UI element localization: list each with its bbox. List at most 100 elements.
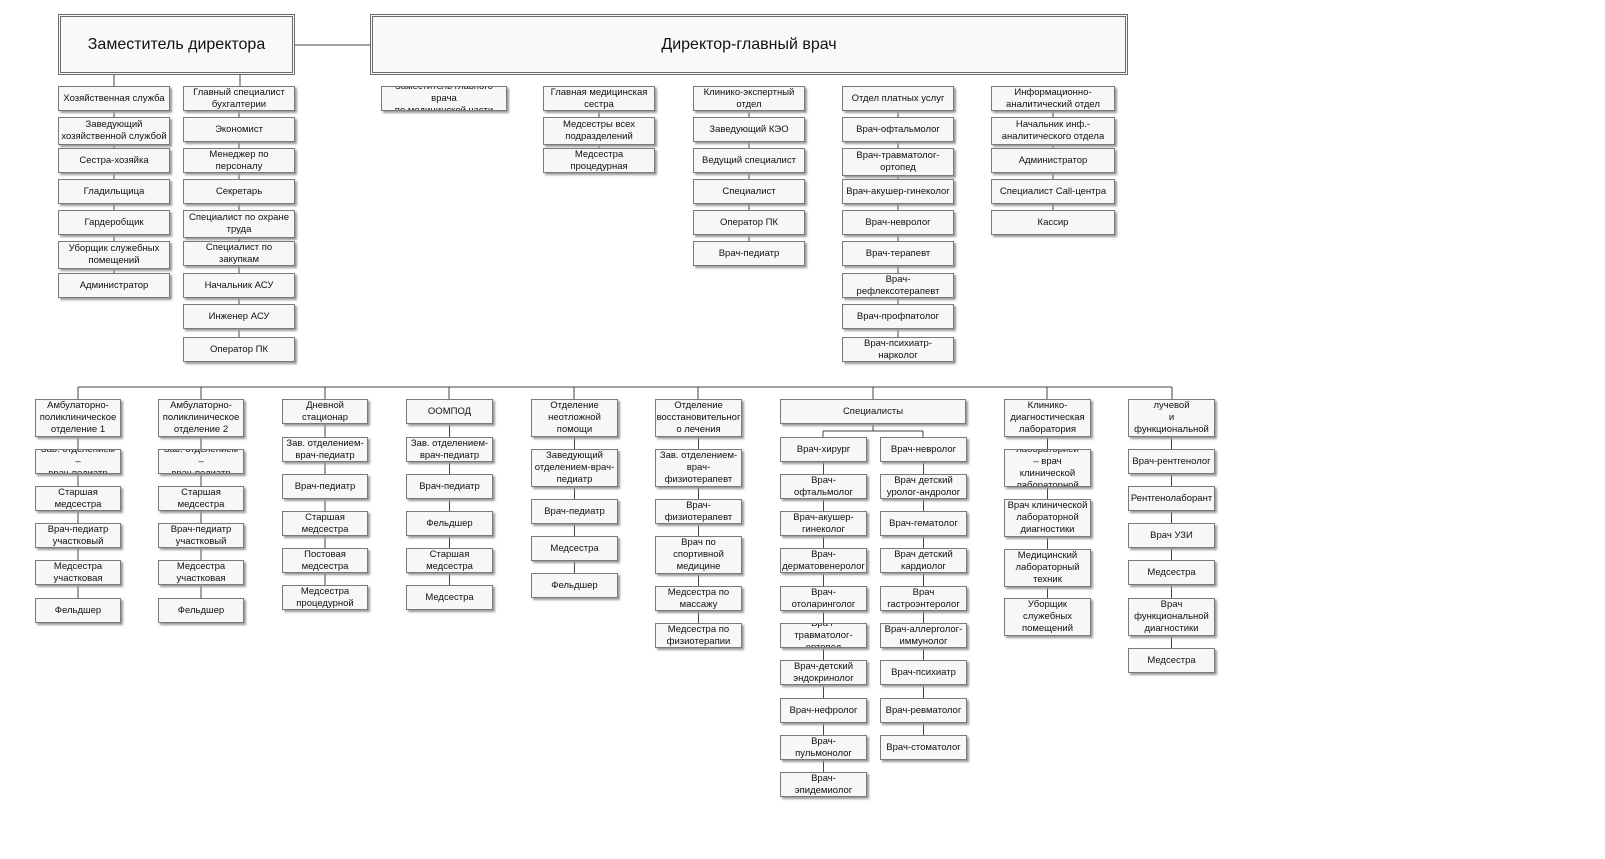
paid-col-box: Отдел платных услуг (842, 86, 954, 111)
head-nurse-col-box: Медсестры всех подразделений (543, 117, 655, 145)
chief-doctor-box: Директор-главный врач (370, 14, 1128, 75)
dept-amb1-box: Зав. отделением – врач-педиатр (35, 449, 121, 474)
paid-col-box: Врач-офтальмолог (842, 117, 954, 142)
spec-right-box: Врач детский кардиолог (880, 548, 967, 573)
dept-rehab-box: Отделение восстановительног о лечения (655, 399, 742, 437)
dept-amb2-box: Амбулаторно- поликлиническое отделение 2 (158, 399, 244, 437)
dept-emerg-box: Отделение неотложной помощи (531, 399, 618, 437)
dept-day-box: Врач-педиатр (282, 474, 368, 499)
dept-oompod-box: Медсестра (406, 585, 493, 610)
dept-oompod-box: Зав. отделением- врач-педиатр (406, 437, 493, 462)
spec-left-box: Врач-травматолог- ортопед (780, 623, 867, 648)
spec-right-box: Врач гастроэнтеролог (880, 586, 967, 611)
dept-oompod-box: ООМПОД (406, 399, 493, 424)
paid-col-box: Врач-терапевт (842, 241, 954, 266)
paid-col-box: Врач-психиатр-нарколог (842, 337, 954, 362)
dept-lab-box: Уборщик служебных помещений (1004, 598, 1091, 636)
dept-day-box: Старшая медсестра (282, 511, 368, 536)
spec-left-box: Врач-хирург (780, 437, 867, 462)
admin-col1-box: Заведующий хозяйственной службой (58, 117, 170, 145)
admin-col2-box: Экономист (183, 117, 295, 142)
spec-left-box: Врач-акушер- гинеколог (780, 511, 867, 536)
keo-col-box: Ведущий специалист (693, 148, 805, 173)
dept-rad-box: Врач функциональной диагностики (1128, 598, 1215, 636)
admin-col1-box: Администратор (58, 273, 170, 298)
deputy-director-box: Заместитель директора (58, 14, 295, 75)
keo-col-box: Врач-педиатр (693, 241, 805, 266)
dept-amb1-box: Амбулаторно- поликлиническое отделение 1 (35, 399, 121, 437)
dept-rad-box: Врач УЗИ (1128, 523, 1215, 548)
admin-col1-box: Уборщик служебных помещений (58, 241, 170, 269)
dept-rehab-box: Врач- физиотерапевт (655, 499, 742, 524)
spec-left-box: Врач-детский эндокринолог (780, 660, 867, 685)
dept-amb1-box: Фельдшер (35, 598, 121, 623)
dept-rehab-box: Медсестра по массажу (655, 586, 742, 611)
info-col-box: Администратор (991, 148, 1115, 173)
info-col-box: Информационно- аналитический отдел (991, 86, 1115, 111)
head-nurse-col-box: Главная медицинская сестра (543, 86, 655, 111)
dept-amb2-box: Старшая медсестра (158, 486, 244, 511)
admin-col2-box: Главный специалист бухгалтерии (183, 86, 295, 111)
dept-oompod-box: Старшая медсестра (406, 548, 493, 573)
dept-amb2-box: Зав. отделением – врач-педиатр (158, 449, 244, 474)
spec-left-box: Врач- отоларинголог (780, 586, 867, 611)
admin-col2-box: Менеджер по персоналу (183, 148, 295, 173)
spec-right-box: Врач-невролог (880, 437, 967, 462)
spec-right-box: Врач-стоматолог (880, 735, 967, 760)
dept-amb2-box: Медсестра участковая (158, 560, 244, 585)
spec-left-box: Врач-пульмонолог (780, 735, 867, 760)
keo-col-box: Заведующий КЭО (693, 117, 805, 142)
spec-right-box: Врач-гематолог (880, 511, 967, 536)
admin-col1-box: Сестра-хозяйка (58, 148, 170, 173)
admin-col2-box: Специалист по закупкам (183, 241, 295, 266)
paid-col-box: Врач-акушер-гинеколог (842, 179, 954, 204)
spec-left-box: Врач-эпидемиолог (780, 772, 867, 797)
admin-col1-box: Хозяйственная служба (58, 86, 170, 111)
dept-oompod-box: Врач-педиатр (406, 474, 493, 499)
keo-col-box: Оператор ПК (693, 210, 805, 235)
specialists-title-box: Специалисты (780, 399, 966, 424)
admin-col2-box: Инженер АСУ (183, 304, 295, 329)
dept-day-box: Постовая медсестра (282, 548, 368, 573)
dept-lab-box: Медицинский лабораторный техник (1004, 549, 1091, 587)
dept-day-box: Зав. отделением- врач-педиатр (282, 437, 368, 462)
admin-col2-box: Начальник АСУ (183, 273, 295, 298)
dept-rad-box: Отделение лучевой и функциональной диагн… (1128, 399, 1215, 437)
dept-day-box: Медсестра процедурной (282, 585, 368, 610)
keo-col-box: Клинико-экспертный отдел (693, 86, 805, 111)
info-col-box: Специалист Call-центра (991, 179, 1115, 204)
spec-left-box: Врач-офтальмолог (780, 474, 867, 499)
admin-col2-box: Специалист по охране труда (183, 210, 295, 238)
dept-emerg-box: Врач-педиатр (531, 499, 618, 524)
deputy-medical-box: Заместитель главного врача по медицинско… (381, 86, 507, 111)
dept-oompod-box: Фельдшер (406, 511, 493, 536)
info-col-box: Кассир (991, 210, 1115, 235)
admin-col2-box: Оператор ПК (183, 337, 295, 362)
paid-col-box: Врач-травматолог- ортопед (842, 148, 954, 176)
dept-lab-box: Клинико- диагностическая лаборатория (1004, 399, 1091, 437)
dept-amb1-box: Медсестра участковая (35, 560, 121, 585)
admin-col1-box: Гладильщица (58, 179, 170, 204)
spec-right-box: Врач-психиатр (880, 660, 967, 685)
dept-rad-box: Медсестра (1128, 560, 1215, 585)
spec-right-box: Врач-аллерголог- иммунолог (880, 623, 967, 648)
spec-left-box: Врач- дерматовенеролог (780, 548, 867, 573)
paid-col-box: Врач-невролог (842, 210, 954, 235)
head-nurse-col-box: Медсестра процедурная (543, 148, 655, 173)
dept-rad-box: Рентгенолаборант (1128, 486, 1215, 511)
dept-rehab-box: Медсестра по физиотерапии (655, 623, 742, 648)
dept-lab-box: Врач клинической лабораторной диагностик… (1004, 499, 1091, 537)
paid-col-box: Врач-профпатолог (842, 304, 954, 329)
info-col-box: Начальник инф.- аналитического отдела (991, 117, 1115, 145)
spec-right-box: Врач детский уролог-андролог (880, 474, 967, 499)
dept-rad-box: Врач-рентгенолог (1128, 449, 1215, 474)
admin-col1-box: Гардеробщик (58, 210, 170, 235)
dept-rehab-box: Зав. отделением- врач- физиотерапевт (655, 449, 742, 487)
dept-emerg-box: Фельдшер (531, 573, 618, 598)
dept-emerg-box: Заведующий отделением-врач- педиатр (531, 449, 618, 487)
admin-col2-box: Секретарь (183, 179, 295, 204)
dept-amb2-box: Фельдшер (158, 598, 244, 623)
dept-lab-box: Зав. лабораторией – врач клинической лаб… (1004, 449, 1091, 487)
dept-day-box: Дневной стационар (282, 399, 368, 424)
